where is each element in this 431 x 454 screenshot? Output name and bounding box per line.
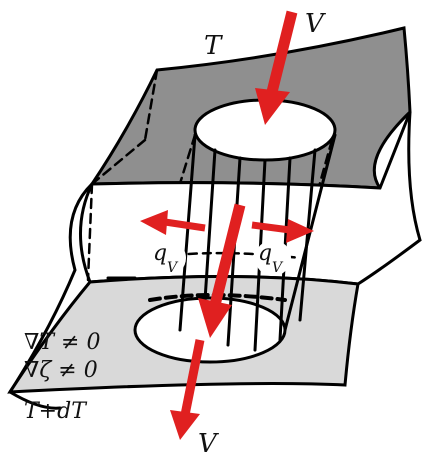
hidden-edges (90, 68, 334, 192)
velocity-out-arrow (170, 339, 205, 440)
velocity-out-label: V (198, 429, 219, 454)
flux-left-arrow (140, 210, 206, 235)
flux-right-bg (255, 240, 291, 276)
flux-right-arrow (251, 219, 314, 243)
gradient-zeta-label: ∇ζ ≠ 0 (24, 358, 98, 383)
gradient-t-label: ∇T ≠ 0 (24, 330, 100, 355)
top-temperature-label: T (204, 31, 223, 61)
flux-right-subscript: V (272, 260, 284, 276)
bottom-temperature-label: T+dT (24, 399, 88, 424)
flux-left-subscript: V (167, 260, 179, 276)
top-layer (89, 26, 412, 190)
flux-left-label: q (153, 241, 167, 266)
mid-section-line (173, 251, 302, 260)
flux-left-bg (150, 240, 186, 276)
velocity-down-arrow (198, 203, 246, 338)
flux-right-label: q (258, 241, 272, 266)
velocity-in-arrow (255, 10, 298, 125)
velocity-in-label: V (305, 9, 326, 39)
left-hidden-edge (86, 182, 94, 282)
